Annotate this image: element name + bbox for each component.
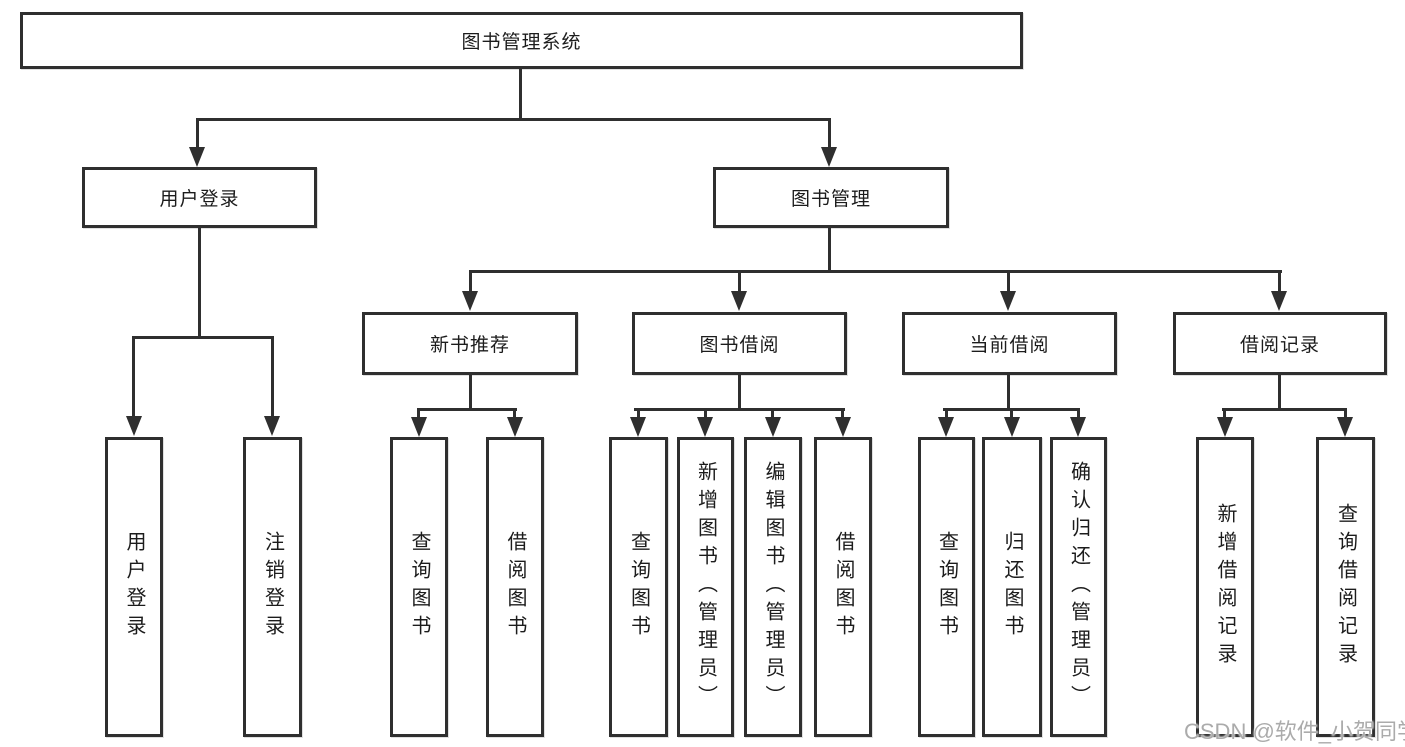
arrowhead-logout-leaf [264,416,280,436]
leaf-return-book: 归还图书 [982,437,1042,737]
arrowhead-user-login [189,147,205,167]
arrowhead-leaf [1217,417,1233,437]
node-root: 图书管理系统 [20,12,1023,69]
node-new-book-recommend: 新书推荐 [362,312,578,375]
connector-drop-logout-leaf [271,336,274,418]
arrowhead-leaf [507,417,523,437]
connector-drop-new-rec [469,270,472,292]
connector-drop [945,408,948,418]
connector-user-login-bus [132,336,274,339]
connector-drop-book-mgmt [828,118,831,150]
leaf-query-book-borrow: 查询图书 [609,437,668,737]
node-book-borrow: 图书借阅 [632,312,847,375]
connector-drop [417,408,420,418]
connector-drop [513,408,516,418]
arrowhead-leaf [938,417,954,437]
node-book-management: 图书管理 [713,167,949,228]
arrowhead-leaf [765,417,781,437]
connector-user-login-stem [198,228,201,338]
arrowhead-leaf [1337,417,1353,437]
leaf-query-book-recommend: 查询图书 [390,437,448,737]
connector-records-stem [1278,375,1281,409]
connector-drop [771,408,774,418]
connector-drop-login-leaf [132,336,135,418]
connector-drop [1344,408,1347,418]
connector-drop-current [1007,270,1010,292]
node-current-borrow: 当前借阅 [902,312,1117,375]
leaf-add-book-admin: 新增图书（管理员） [677,437,734,737]
connector-drop-user-login [196,118,199,150]
connector-book-borrow-bus [634,408,845,411]
leaf-query-book-current: 查询图书 [918,437,975,737]
node-user-login: 用户登录 [82,167,317,228]
connector-new-rec-bus [417,408,517,411]
arrowhead-leaf [1004,417,1020,437]
connector-level2-bus [196,118,831,121]
arrowhead-login-leaf [126,416,142,436]
connector-drop [637,408,640,418]
connector-drop [1223,408,1226,418]
arrowhead-records [1271,291,1287,311]
connector-drop [704,408,707,418]
csdn-watermark: CSDN @软件_小贺同学 [1184,719,1405,744]
connector-drop [1077,408,1080,418]
arrowhead-leaf [411,417,427,437]
connector-drop-book-borrow [738,270,741,292]
leaf-confirm-return-admin: 确认归还（管理员） [1050,437,1107,737]
arrowhead-leaf [1070,417,1086,437]
connector-drop [1010,408,1013,418]
arrowhead-current [1000,291,1016,311]
leaf-logout: 注销登录 [243,437,302,737]
leaf-borrow-book-recommend: 借阅图书 [486,437,544,737]
connector-level3-bus [469,270,1282,273]
arrowhead-new-rec [462,291,478,311]
arrowhead-leaf [835,417,851,437]
arrowhead-leaf [697,417,713,437]
connector-current-stem [1007,375,1010,409]
connector-drop [841,408,844,418]
leaf-add-borrow-record: 新增借阅记录 [1196,437,1254,737]
connector-drop-records [1278,270,1281,292]
connector-root-stem [519,69,522,119]
leaf-edit-book-admin: 编辑图书（管理员） [744,437,802,737]
node-borrow-records: 借阅记录 [1173,312,1387,375]
connector-records-bus [1222,408,1346,411]
leaf-query-borrow-record: 查询借阅记录 [1316,437,1375,737]
leaf-borrow-book: 借阅图书 [814,437,872,737]
connector-book-mgmt-stem [828,228,831,273]
arrowhead-book-mgmt [821,147,837,167]
arrowhead-leaf [630,417,646,437]
connector-book-borrow-stem [738,375,741,409]
arrowhead-book-borrow [731,291,747,311]
connector-new-rec-stem [469,375,472,409]
leaf-user-login: 用户登录 [105,437,163,737]
